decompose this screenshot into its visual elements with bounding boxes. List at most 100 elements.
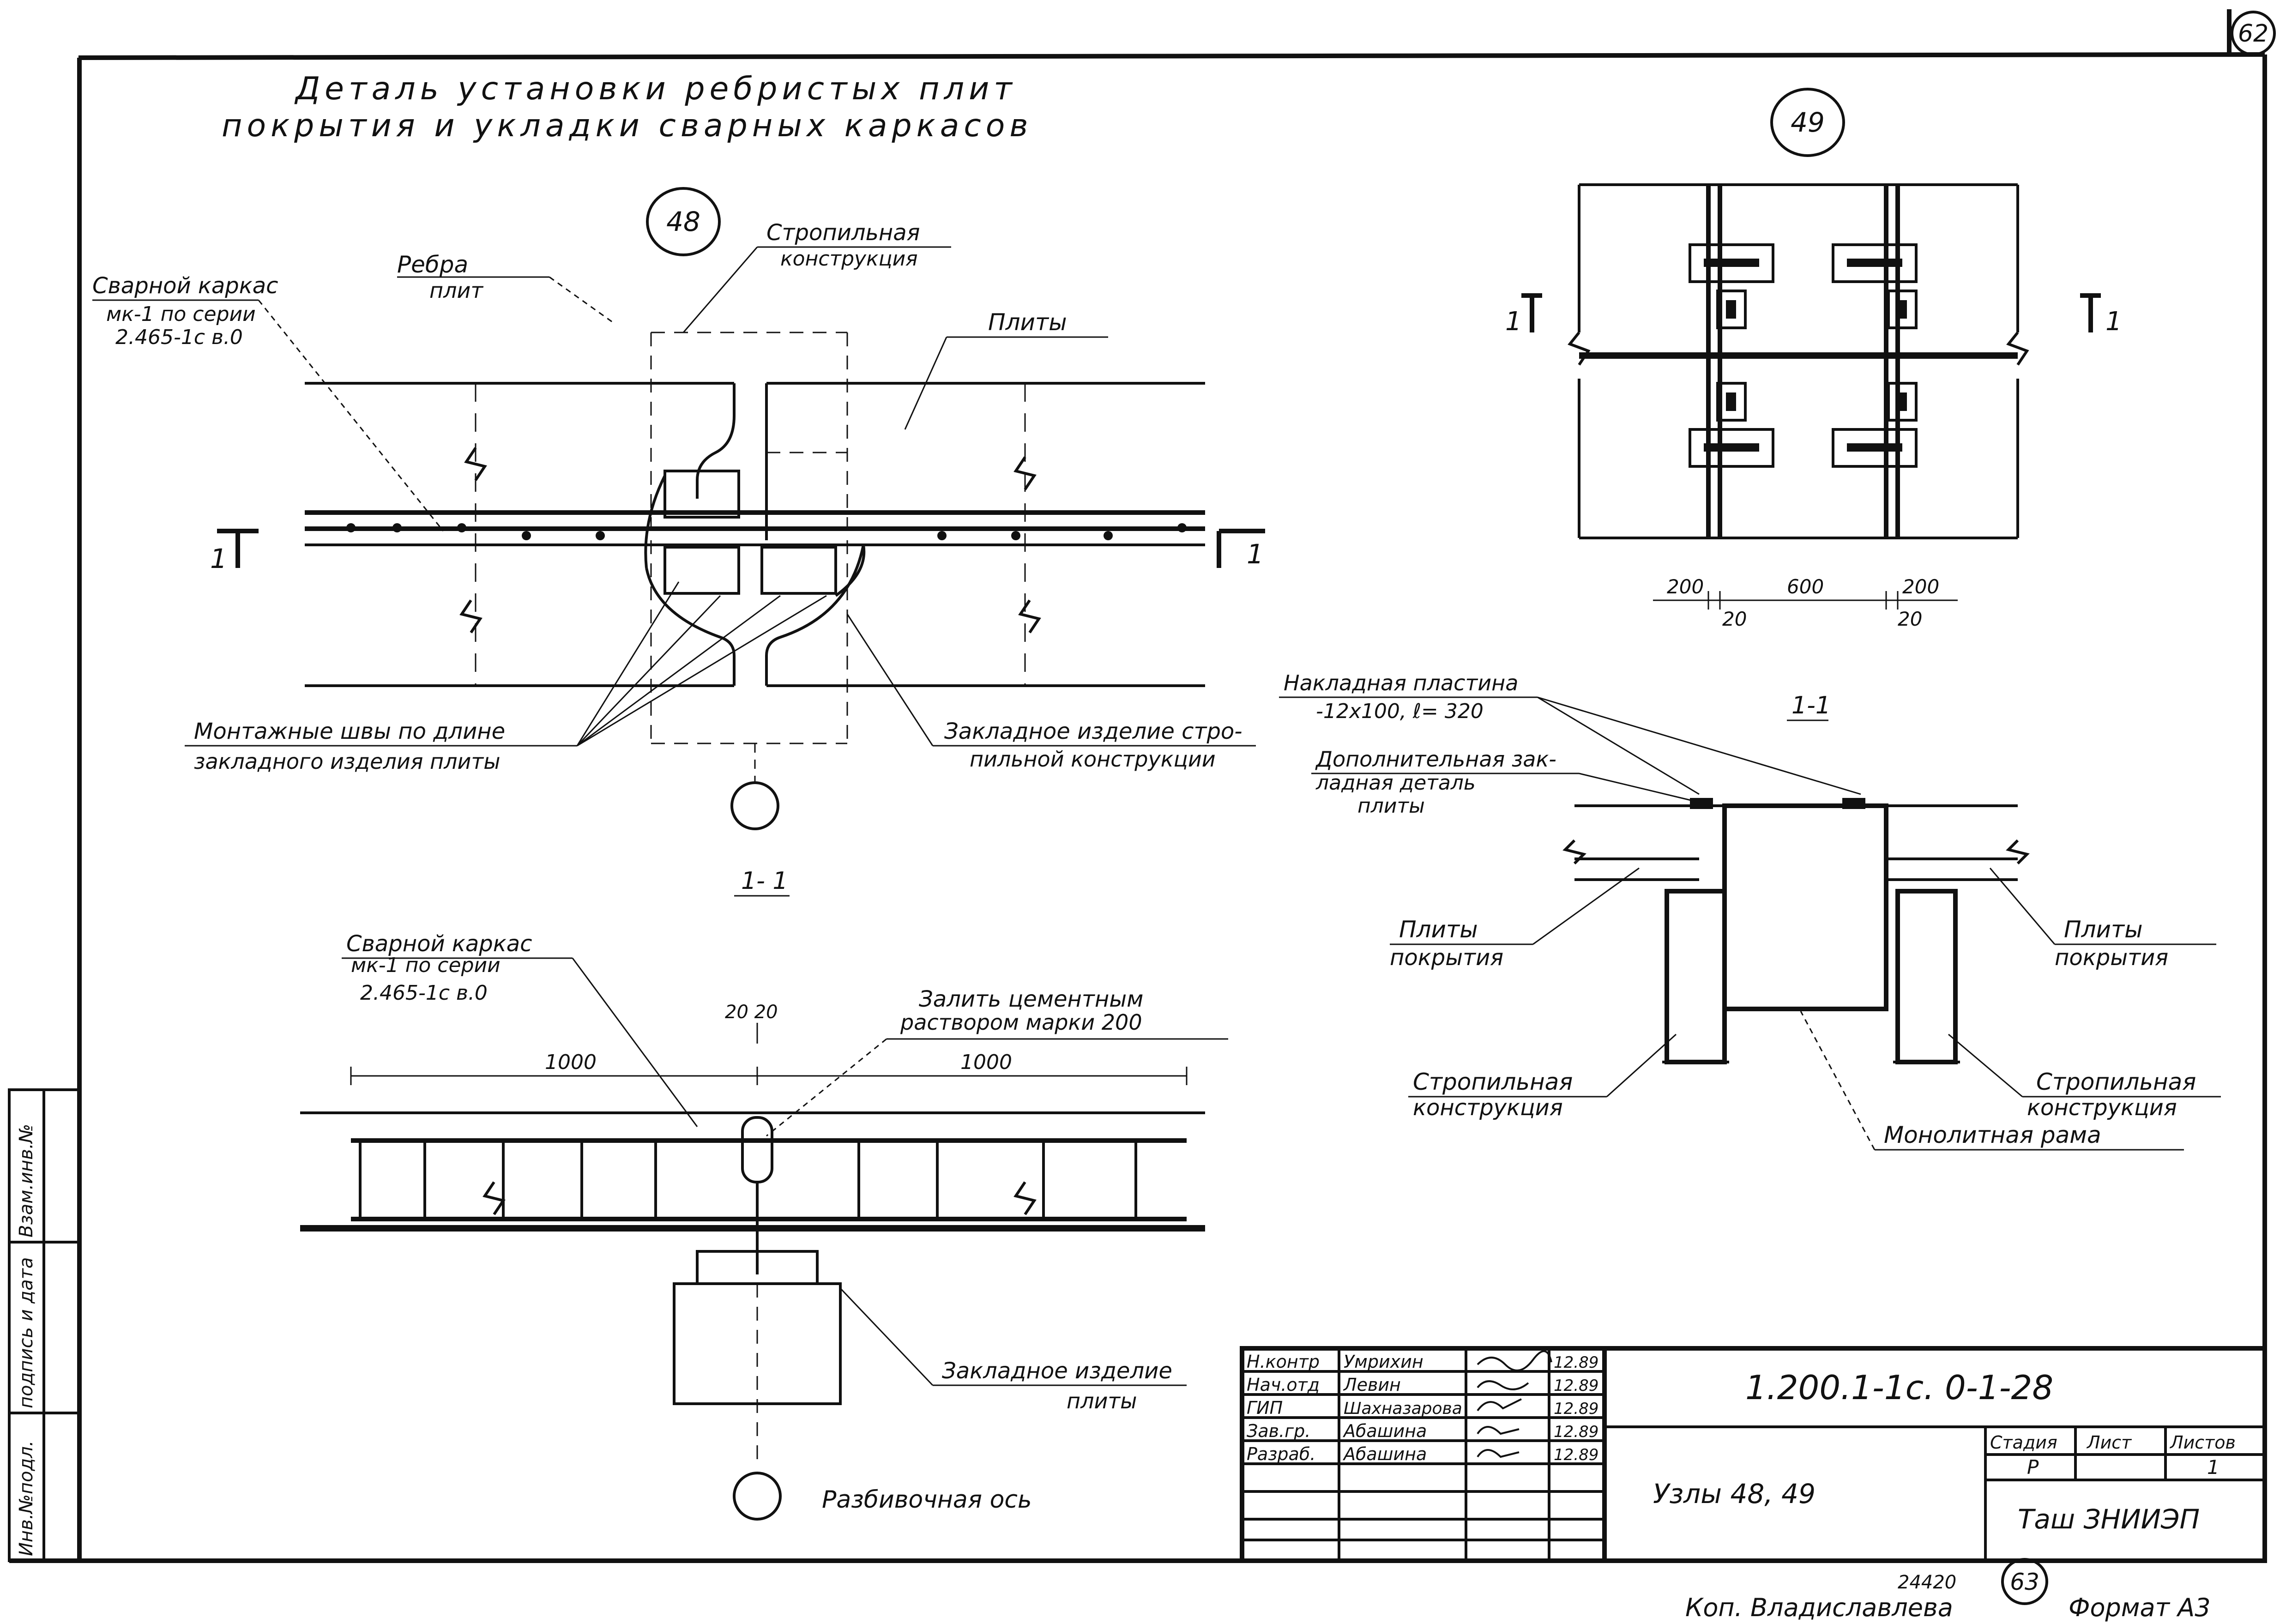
- label-additional-2: ладная деталь: [1315, 771, 1476, 795]
- label-additional-3: плиты: [1357, 794, 1425, 818]
- label-rafter-right-2: конструкция: [2027, 1095, 2177, 1121]
- node-48-marker: 48: [646, 187, 721, 256]
- sheet-header: Лист: [2086, 1432, 2132, 1453]
- dim-600: 600: [1787, 575, 1824, 598]
- label-welds-2: закладного изделия плиты: [194, 749, 501, 774]
- doc-title: Узлы 48, 49: [1653, 1478, 1816, 1509]
- dim-200-left: 200: [1667, 575, 1704, 598]
- label-embedded-slab-2: плиты: [1067, 1389, 1137, 1413]
- drawing-frame: [9, 9, 2267, 1563]
- label-embedded-slab-1: Закладное изделие: [942, 1358, 1172, 1384]
- section-title-right: 1-1: [1791, 692, 1831, 719]
- section-1-1-right: 1-1 Накладная пластина -12х100, ℓ= 320 Д…: [1279, 670, 2221, 1151]
- label-plate-2: -12х100, ℓ= 320: [1316, 700, 1484, 723]
- svg-text:Нач.отд: Нач.отд: [1247, 1375, 1320, 1395]
- stage-header: Стадия: [1990, 1432, 2057, 1453]
- signature-row-5: Разраб. Абашина 12.89: [1247, 1444, 1598, 1464]
- title-block: Н.контр Умрихин 12.89 Нач.отд Левин 12.8…: [1240, 1346, 2267, 1563]
- side-stamp: Инв.№подл. подпись и дата Взам.инв.№: [8, 1088, 81, 1562]
- svg-text:Абашина: Абашина: [1342, 1444, 1427, 1464]
- dim-small: 20 20: [725, 1002, 778, 1023]
- label-rafter-left-2: конструкция: [1413, 1095, 1563, 1121]
- corner-number-marker: 62: [2231, 11, 2276, 56]
- svg-text:12.89: 12.89: [1554, 1400, 1598, 1418]
- svg-text:12.89: 12.89: [1554, 1446, 1598, 1464]
- label-welded-frame-2: мк-1 по серии: [106, 302, 256, 326]
- stamp-replacement: Взам.инв.№: [16, 1124, 37, 1238]
- signature-scribbles: [1477, 1350, 1552, 1458]
- section-mark-49-right: 1: [2105, 307, 2122, 337]
- label-embedded-rafter-2: пильной конструкции: [970, 747, 1216, 772]
- sheets-header: Листов: [2169, 1432, 2236, 1453]
- section-mark-49-left: 1: [1505, 307, 1522, 337]
- format: Формат А3: [2069, 1593, 2211, 1622]
- label-slabs-right-1: Плиты: [2064, 916, 2143, 943]
- node-48-plan: 48: [92, 187, 1265, 897]
- organization: Таш ЗНИИЭП: [2018, 1503, 2200, 1535]
- label-monolith: Монолитная рама: [1884, 1122, 2101, 1148]
- svg-text:ГИП: ГИП: [1247, 1398, 1283, 1418]
- svg-text:Шахназарова: Шахназарова: [1344, 1399, 1462, 1418]
- label-slabs-left-2: покрытия: [1390, 945, 1503, 971]
- signature-row-1: Н.контр Умрихин 12.89: [1247, 1352, 1598, 1372]
- signature-row-3: ГИП Шахназарова 12.89: [1247, 1398, 1598, 1418]
- stamp-inv-number: Инв.№подл.: [16, 1440, 37, 1556]
- dim-20-left: 20: [1722, 608, 1747, 630]
- svg-text:12.89: 12.89: [1554, 1376, 1598, 1395]
- label-frame-1: Сварной каркас: [346, 931, 532, 957]
- title-line-2: покрытия и укладки сварных каркасов: [222, 108, 1032, 144]
- drawing-title: Деталь установки ребристых плит покрытия…: [222, 71, 1032, 144]
- sheets-value: 1: [2207, 1456, 2220, 1479]
- doc-code: 1.200.1-1с. 0-1-28: [1745, 1368, 2053, 1407]
- svg-text:Н.контр: Н.контр: [1247, 1352, 1320, 1372]
- section-mark-left: 1: [210, 543, 227, 574]
- section-mark-right: 1: [1247, 538, 1264, 570]
- label-frame-2: мк-1 по серии: [351, 954, 501, 977]
- label-rafter-right-1: Стропильная: [2036, 1069, 2196, 1095]
- label-welded-frame-3: 2.465-1с в.0: [115, 326, 243, 349]
- label-rafter-2: конструкция: [780, 247, 918, 271]
- label-rafter-1: Стропильная: [766, 220, 920, 246]
- signature-row-2: Нач.отд Левин 12.89: [1247, 1375, 1598, 1395]
- label-axis: Разбивочная ось: [822, 1486, 1032, 1514]
- footer: 24420 63 Коп. Владиславлева Формат А3: [1685, 1558, 2211, 1622]
- label-welded-frame-1: Сварной каркас: [92, 273, 278, 299]
- node-49-marker: 49: [1770, 88, 1845, 157]
- copied-by: Коп. Владиславлева: [1685, 1593, 1953, 1622]
- svg-text:Разраб.: Разраб.: [1247, 1444, 1315, 1464]
- section-1-1-left: Сварной каркас мк-1 по серии 2.465-1с в.…: [300, 931, 1228, 1521]
- dim-right: 1000: [960, 1050, 1012, 1074]
- stamp-signature-date: подпись и дата: [16, 1257, 37, 1408]
- svg-text:49: 49: [1791, 107, 1825, 138]
- dim-200-right: 200: [1902, 575, 1939, 598]
- label-grout-1: Залить цементным: [919, 986, 1143, 1012]
- label-slabs-right-2: покрытия: [2055, 945, 2168, 971]
- label-rafter-left-1: Стропильная: [1413, 1069, 1573, 1095]
- label-welds-1: Монтажные швы по длине: [194, 718, 505, 744]
- svg-text:12.89: 12.89: [1554, 1353, 1598, 1372]
- label-slabs-left-1: Плиты: [1399, 916, 1478, 943]
- svg-text:12.89: 12.89: [1554, 1423, 1598, 1441]
- svg-text:Умрихин: Умрихин: [1344, 1352, 1423, 1372]
- svg-text:Зав.гр.: Зав.гр.: [1247, 1421, 1310, 1441]
- label-grout-2: раствором марки 200: [900, 1010, 1142, 1035]
- label-embedded-rafter-1: Закладное изделие стро-: [944, 718, 1243, 744]
- svg-text:Левин: Левин: [1343, 1375, 1401, 1395]
- svg-text:48: 48: [666, 206, 700, 237]
- label-slabs: Плиты: [988, 309, 1067, 336]
- bottom-number: 63: [2010, 1569, 2039, 1595]
- label-additional-1: Дополнительная зак-: [1315, 747, 1556, 772]
- inventory-number: 24420: [1898, 1572, 1956, 1593]
- node-49-plan: 49 1: [1505, 88, 2122, 630]
- corner-number: 62: [2238, 20, 2268, 48]
- title-line-1: Деталь установки ребристых плит: [294, 71, 1017, 107]
- section-title-1-1: 1- 1: [741, 867, 788, 895]
- label-slab-ribs-2: плит: [429, 278, 483, 303]
- label-slab-ribs-1: Ребра: [397, 251, 468, 278]
- label-plate-1: Накладная пластина: [1284, 670, 1518, 695]
- svg-text:Абашина: Абашина: [1342, 1421, 1427, 1441]
- stage-value: Р: [2027, 1456, 2039, 1479]
- dim-left: 1000: [545, 1050, 597, 1074]
- dim-20-right: 20: [1898, 608, 1922, 630]
- signature-row-4: Зав.гр. Абашина 12.89: [1247, 1421, 1598, 1441]
